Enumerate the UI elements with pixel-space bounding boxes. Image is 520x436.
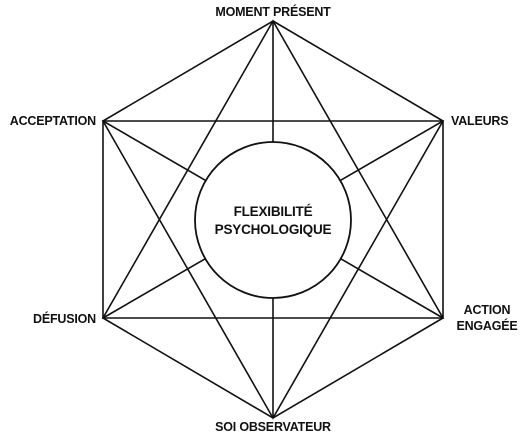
center-label-line1: FLEXIBILITÉ	[234, 204, 313, 219]
label-acceptation: ACCEPTATION	[10, 114, 96, 128]
label-action: ACTION	[464, 303, 511, 317]
label-engagee: ENGAGÉE	[456, 318, 517, 333]
label-defusion: DÉFUSION	[33, 311, 96, 326]
label-soi-observateur: SOI OBSERVATEUR	[215, 420, 331, 434]
label-valeurs: VALEURS	[451, 114, 508, 128]
center-circle	[194, 141, 352, 299]
center-label-line2: PSYCHOLOGIQUE	[215, 222, 332, 237]
label-moment-present: MOMENT PRÉSENT	[215, 4, 331, 19]
